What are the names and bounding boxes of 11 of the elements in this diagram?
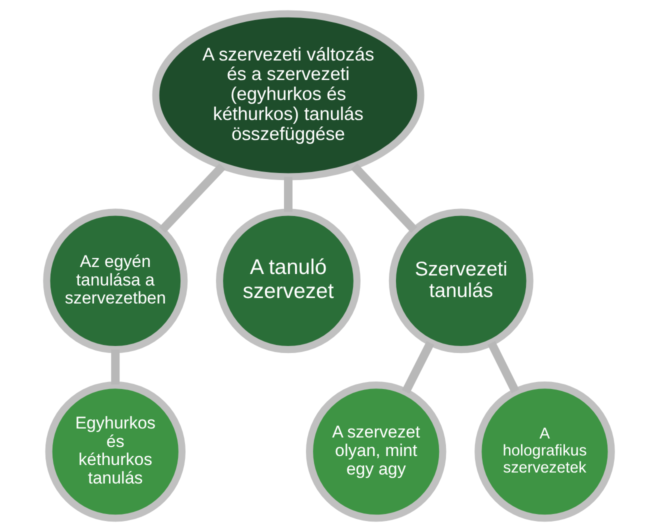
connector bbox=[487, 341, 519, 394]
node-circle: Egyhurkos és kéthurkos tanulás bbox=[44, 381, 186, 522]
node-circle: A szervezet olyan, mint egy agy bbox=[305, 381, 446, 522]
node-circle: A tanuló szervezet bbox=[216, 208, 360, 354]
connector bbox=[158, 163, 225, 233]
node-ellipse: A szervezeti változás és a szervezeti (egyhurkos és kéthurkos) tanulás összefüggése bbox=[152, 10, 424, 180]
connector bbox=[350, 163, 417, 233]
node-circle: Az egyén tanulása a szervezetben bbox=[42, 208, 188, 354]
connector bbox=[401, 341, 434, 394]
node-circle: A holografikus szervezetek bbox=[474, 381, 614, 522]
node-circle: Szervezeti tanulás bbox=[388, 208, 533, 354]
